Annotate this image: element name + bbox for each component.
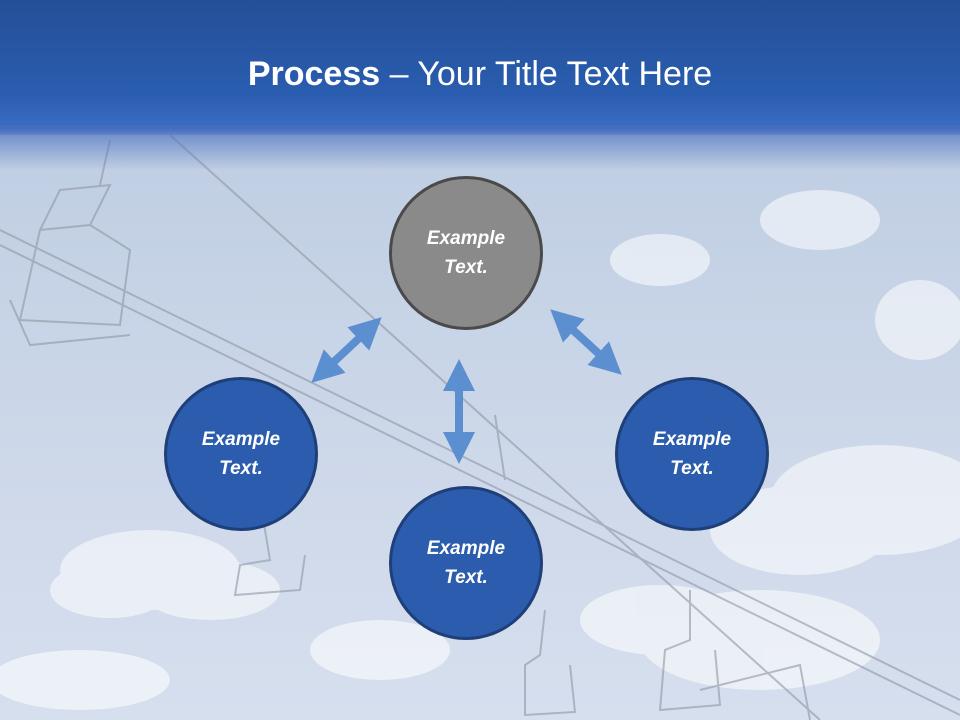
arrow-top-left	[311, 317, 382, 383]
node-bottom-line2: Text.	[444, 567, 488, 588]
clouds	[0, 190, 960, 710]
node-right: Example Text.	[615, 377, 769, 531]
title-bold: Process	[247, 55, 381, 93]
node-top: Example Text.	[389, 176, 543, 330]
header-fade	[0, 125, 960, 170]
node-left-line2: Text.	[219, 458, 263, 479]
node-bottom: Example Text.	[389, 486, 543, 640]
ski-lift-silhouette	[0, 134, 960, 720]
node-bottom-line1: Example	[426, 538, 506, 559]
title-rest: – Your Title Text Here	[380, 55, 713, 93]
node-right-line1: Example	[652, 429, 732, 450]
slide-title: Process – Your Title Text Here	[0, 52, 960, 96]
node-left: Example Text.	[164, 377, 318, 531]
header-band	[0, 0, 960, 135]
node-left-line1: Example	[201, 429, 281, 450]
node-top-line1: Example	[426, 228, 506, 249]
node-top-line2: Text.	[444, 257, 488, 278]
arrow-top-right	[550, 309, 622, 375]
node-right-line2: Text.	[670, 458, 714, 479]
